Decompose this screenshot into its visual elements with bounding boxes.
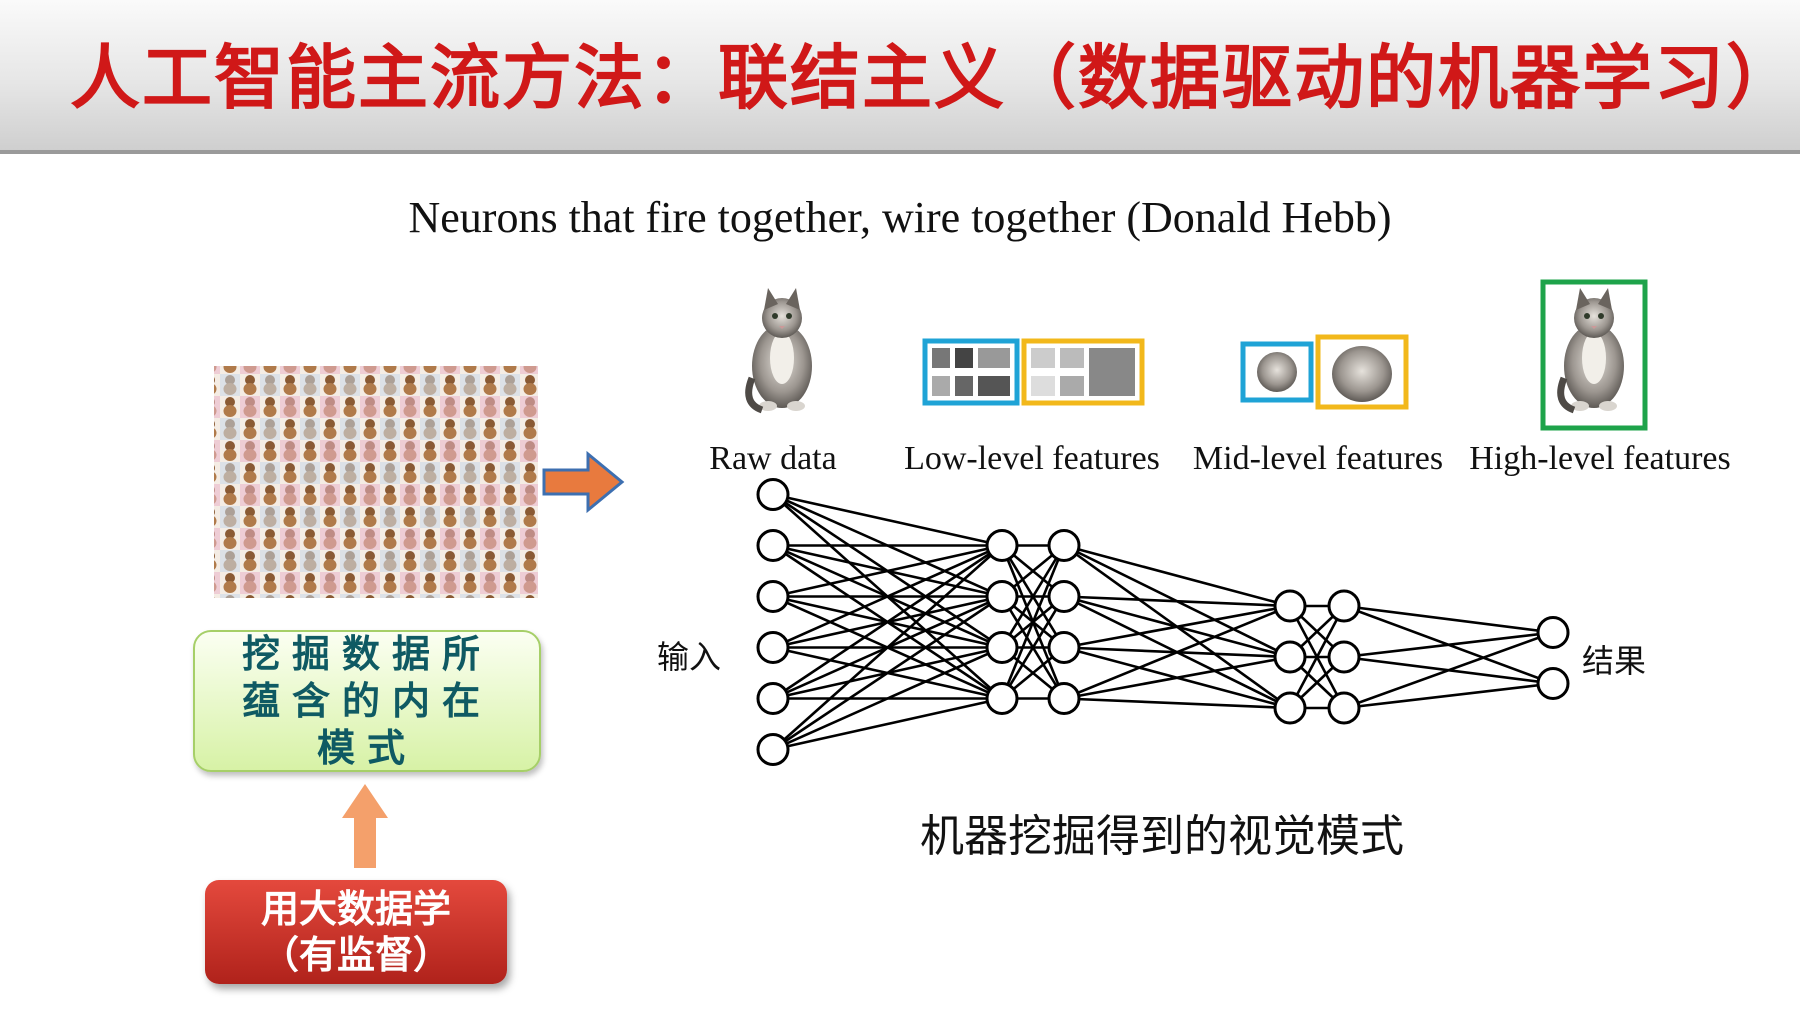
neural-network [756, 478, 1570, 766]
high-level-features-image [1540, 279, 1648, 431]
network-connection [772, 646, 1003, 751]
network-node-layer-1 [756, 733, 790, 766]
network-connection [1343, 604, 1554, 634]
input-label: 输入 [657, 638, 722, 676]
teddy-mosaic-image [214, 366, 538, 598]
network-node-layer-5 [1327, 691, 1361, 725]
network-connection [1000, 595, 1066, 700]
big-data-text: 用大数据学 （有监督） [260, 887, 451, 977]
mid-level-features-image [1240, 334, 1409, 410]
network-connection [772, 595, 1003, 751]
network-connection [1000, 544, 1066, 649]
network-node-layer-5 [1327, 640, 1361, 674]
network-connection [1343, 631, 1554, 659]
network-connection [1063, 544, 1291, 608]
network-node-layer-4 [1273, 589, 1307, 623]
network-connection [772, 544, 1003, 598]
right-arrow-icon [542, 450, 625, 514]
network-node-layer-6 [1536, 667, 1570, 700]
network-node-layer-1 [756, 682, 790, 715]
pattern-mining-box: 挖掘数据所蕴含的内在模式 [193, 630, 541, 772]
network-connection [1288, 605, 1346, 709]
title-bar: 人工智能主流方法：联结主义（数据驱动的机器学习） [0, 0, 1800, 154]
network-node-layer-2 [985, 682, 1019, 715]
network-node-layer-5 [1327, 589, 1361, 623]
network-node-layer-3 [1047, 682, 1081, 715]
network-connection [1000, 545, 1066, 699]
visual-pattern-caption: 机器挖掘得到的视觉模式 [920, 811, 1404, 862]
network-node-layer-3 [1047, 529, 1081, 562]
network-node-layer-3 [1047, 580, 1081, 613]
network-node-layer-2 [985, 631, 1019, 664]
high-level-label: High-level features [1469, 440, 1731, 477]
network-connection [1063, 697, 1291, 710]
output-label: 结果 [1582, 642, 1647, 680]
network-node-layer-4 [1273, 640, 1307, 674]
network-node-layer-1 [756, 478, 790, 511]
network-node-layer-2 [985, 529, 1019, 562]
network-node-layer-3 [1047, 631, 1081, 664]
raw-data-label: Raw data [709, 440, 837, 477]
network-connection [772, 544, 1003, 700]
raw-data-cat-image [749, 288, 812, 411]
low-level-features-image [922, 338, 1145, 406]
network-connection [1343, 682, 1554, 710]
network-connection [772, 493, 1003, 547]
hebb-quote: Neurons that fire together, wire togethe… [408, 193, 1392, 242]
network-connection [1063, 655, 1291, 700]
network-node-layer-1 [756, 529, 790, 562]
network-node-layer-2 [985, 580, 1019, 613]
pattern-mining-text: 挖掘数据所蕴含的内在模式 [241, 631, 492, 770]
low-level-label: Low-level features [904, 440, 1160, 477]
network-connection [772, 697, 1003, 751]
network-node-layer-4 [1273, 691, 1307, 725]
up-arrow-icon [342, 784, 388, 868]
network-connection [772, 544, 1003, 649]
slide-title: 人工智能主流方法：联结主义（数据驱动的机器学习） [70, 37, 1798, 119]
mid-level-label: Mid-level features [1192, 440, 1444, 477]
network-connection [1063, 604, 1291, 649]
network-node-layer-1 [756, 631, 790, 664]
network-connection [1063, 604, 1291, 700]
big-data-box: 用大数据学 （有监督） [205, 880, 507, 984]
network-connection [772, 544, 1003, 751]
network-connection [1063, 595, 1291, 608]
network-connection [1343, 631, 1554, 710]
network-node-layer-1 [756, 580, 790, 613]
network-node-layer-6 [1536, 616, 1570, 649]
